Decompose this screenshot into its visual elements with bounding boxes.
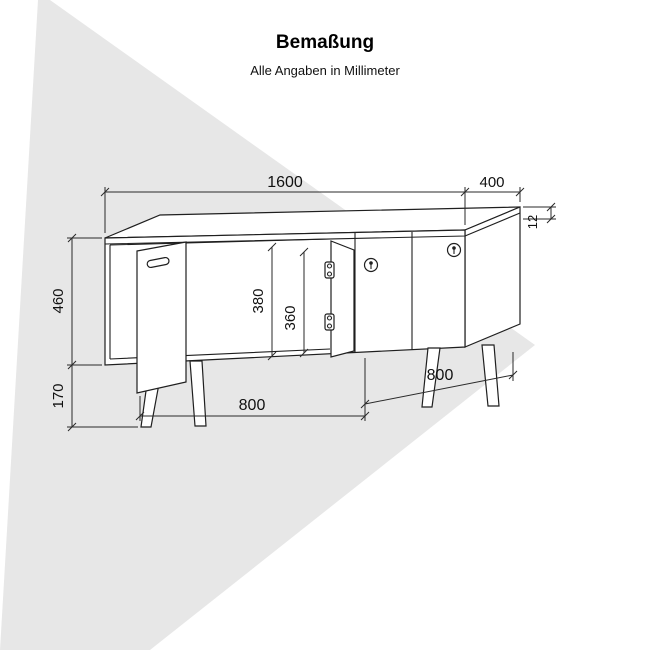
dim-depth-label: 400 <box>479 174 504 191</box>
dim-interior-front-lines <box>299 247 309 358</box>
dim-right-section-lines <box>360 352 518 409</box>
hinge-bottom-pin-icon <box>326 315 333 321</box>
dim-body-height-lines <box>67 233 102 370</box>
dim-leg-height-label: 170 <box>50 383 67 408</box>
open-door-left-panel <box>136 241 187 394</box>
dim-interior-back-lines <box>267 242 277 361</box>
open-doors <box>136 240 355 394</box>
page-subtitle: Alle Angaben in Millimeter <box>250 63 400 78</box>
dim-top-thickness-lines <box>523 202 556 224</box>
dim-leg-height-lines <box>67 365 138 432</box>
dim-interior-front-label: 360 <box>282 305 299 330</box>
page-title: Bemaßung <box>275 32 375 53</box>
dim-left-section-lines <box>135 358 370 421</box>
lock-right-keyhole-icon <box>452 246 456 250</box>
dim-total-width-lines <box>100 187 470 233</box>
hinge-top <box>324 261 335 279</box>
lock-left <box>363 257 379 273</box>
dim-left-section-label: 800 <box>239 397 266 414</box>
dim-interior-back-label: 380 <box>250 288 267 313</box>
dim-leg-height: 170 <box>50 365 138 432</box>
hinge-bottom-pin2-icon <box>326 323 333 329</box>
door-handle-slot <box>146 256 170 269</box>
dim-body-height-label: 460 <box>50 288 67 313</box>
dim-top-thickness-label: 12 <box>525 215 540 229</box>
dim-right-section-label: 800 <box>427 367 454 384</box>
cabinet-legs <box>140 344 500 428</box>
hinge-top-pin2-icon <box>326 271 333 277</box>
lock-left-keyhole-icon <box>369 261 373 265</box>
dim-depth: 400 <box>465 174 525 202</box>
door-locks <box>363 242 462 273</box>
dim-total-width-label: 1600 <box>267 174 303 191</box>
dim-right-section: 800 <box>360 352 518 409</box>
lock-right <box>446 242 462 258</box>
leg-front-right <box>481 344 500 407</box>
cabinet-right-face <box>464 206 521 348</box>
dim-interior-back: 380 <box>250 242 277 361</box>
open-door-edge-panel <box>330 240 355 358</box>
dim-total-width: 1600 <box>100 174 470 233</box>
dim-interior-front: 360 <box>282 247 309 358</box>
dim-body-height: 460 <box>50 233 102 370</box>
dim-depth-lines <box>465 187 525 202</box>
hinge-bottom <box>324 313 335 331</box>
dim-left-section: 800 <box>135 358 370 421</box>
leg-inner-left <box>189 360 207 427</box>
dim-top-thickness: 12 <box>523 202 556 229</box>
hinge-top-pin-icon <box>326 263 333 269</box>
